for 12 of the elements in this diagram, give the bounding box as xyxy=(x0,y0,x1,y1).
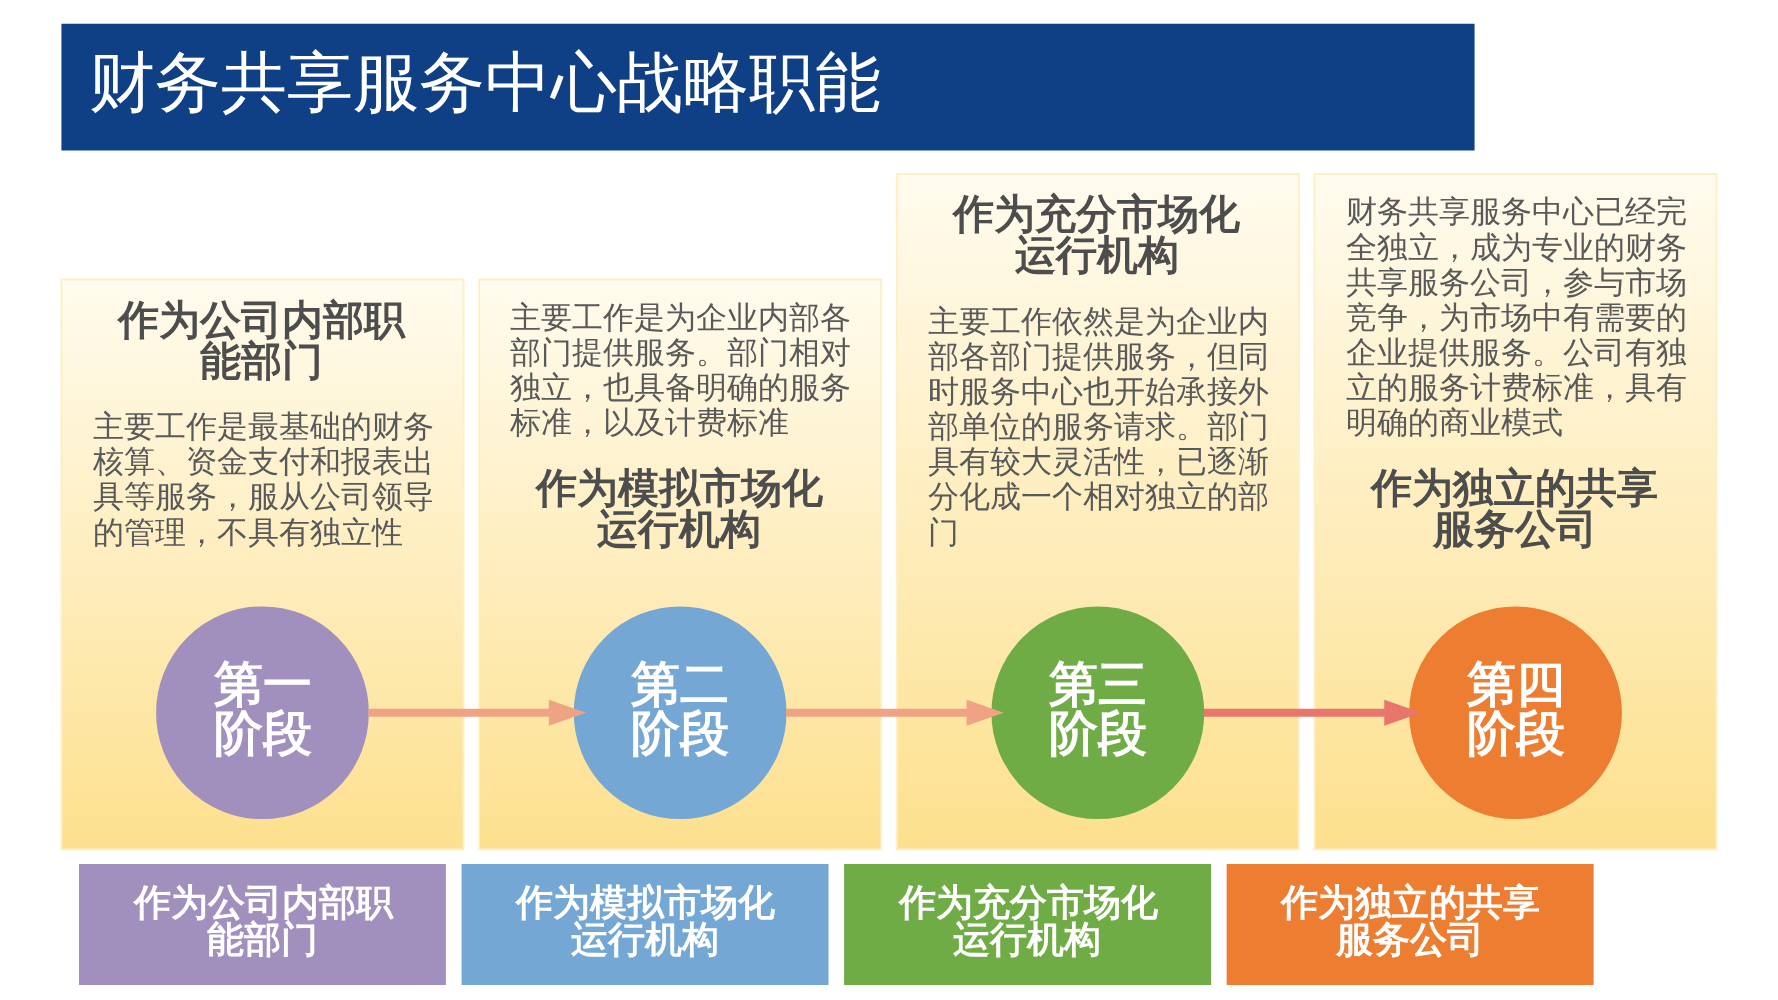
diagram-title: 财务共享服务中心战略职能 xyxy=(88,43,881,122)
node-circle: 第三阶段 xyxy=(991,606,1205,820)
node-box: 作为公司内部职能部门 xyxy=(79,864,446,986)
node-circle: 第四阶段 xyxy=(1409,606,1622,820)
node-box: 作为充分市场化运行机构 xyxy=(844,864,1212,986)
node-box: 作为模拟市场化运行机构 xyxy=(461,864,829,986)
arrow xyxy=(368,699,587,726)
arrow xyxy=(786,699,1004,726)
node-box: 作为独立的共享服务公司 xyxy=(1226,864,1594,986)
node-circle: 第二阶段 xyxy=(573,606,787,820)
arrow xyxy=(1203,699,1422,726)
node-circle: 第一阶段 xyxy=(156,606,369,820)
